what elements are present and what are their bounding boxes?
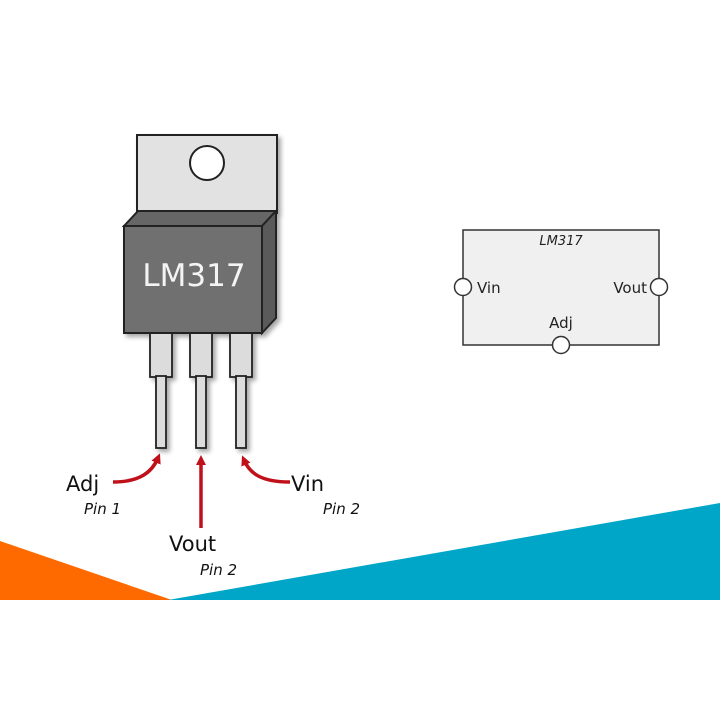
vout-port[interactable] — [649, 277, 669, 297]
blue-accent-shape — [168, 503, 720, 600]
body-front-face — [123, 225, 263, 334]
body-top-face — [121, 210, 279, 227]
adj-pin-number: Pin 1 — [84, 500, 121, 518]
vin-pin-number: Pin 2 — [323, 500, 360, 518]
orange-accent-shape — [0, 541, 172, 600]
vin-arrow — [241, 455, 291, 484]
part-label: LM317 — [142, 258, 245, 294]
pin-leg-1 — [149, 332, 173, 449]
vout-label: Vout — [169, 532, 216, 556]
adj-port-label: Adj — [549, 314, 573, 332]
pin-leg-2 — [189, 332, 213, 449]
vin-port[interactable] — [453, 277, 473, 297]
schematic-box — [462, 229, 660, 346]
mounting-hole — [189, 145, 225, 181]
vout-pin-number: Pin 2 — [200, 561, 237, 579]
schematic-symbol: LM317 Vin Vout Adj — [453, 229, 669, 355]
vin-port-label: Vin — [477, 279, 501, 297]
adj-port[interactable] — [551, 335, 571, 355]
adj-label: Adj — [66, 472, 99, 496]
vin-label: Vin — [291, 472, 324, 496]
body-side-face — [261, 208, 277, 336]
schematic-title: LM317 — [539, 234, 583, 249]
pin-leg-3 — [229, 332, 253, 449]
vout-port-label: Vout — [613, 279, 647, 297]
adj-arrow — [112, 453, 161, 484]
to220-package — [121, 134, 279, 449]
